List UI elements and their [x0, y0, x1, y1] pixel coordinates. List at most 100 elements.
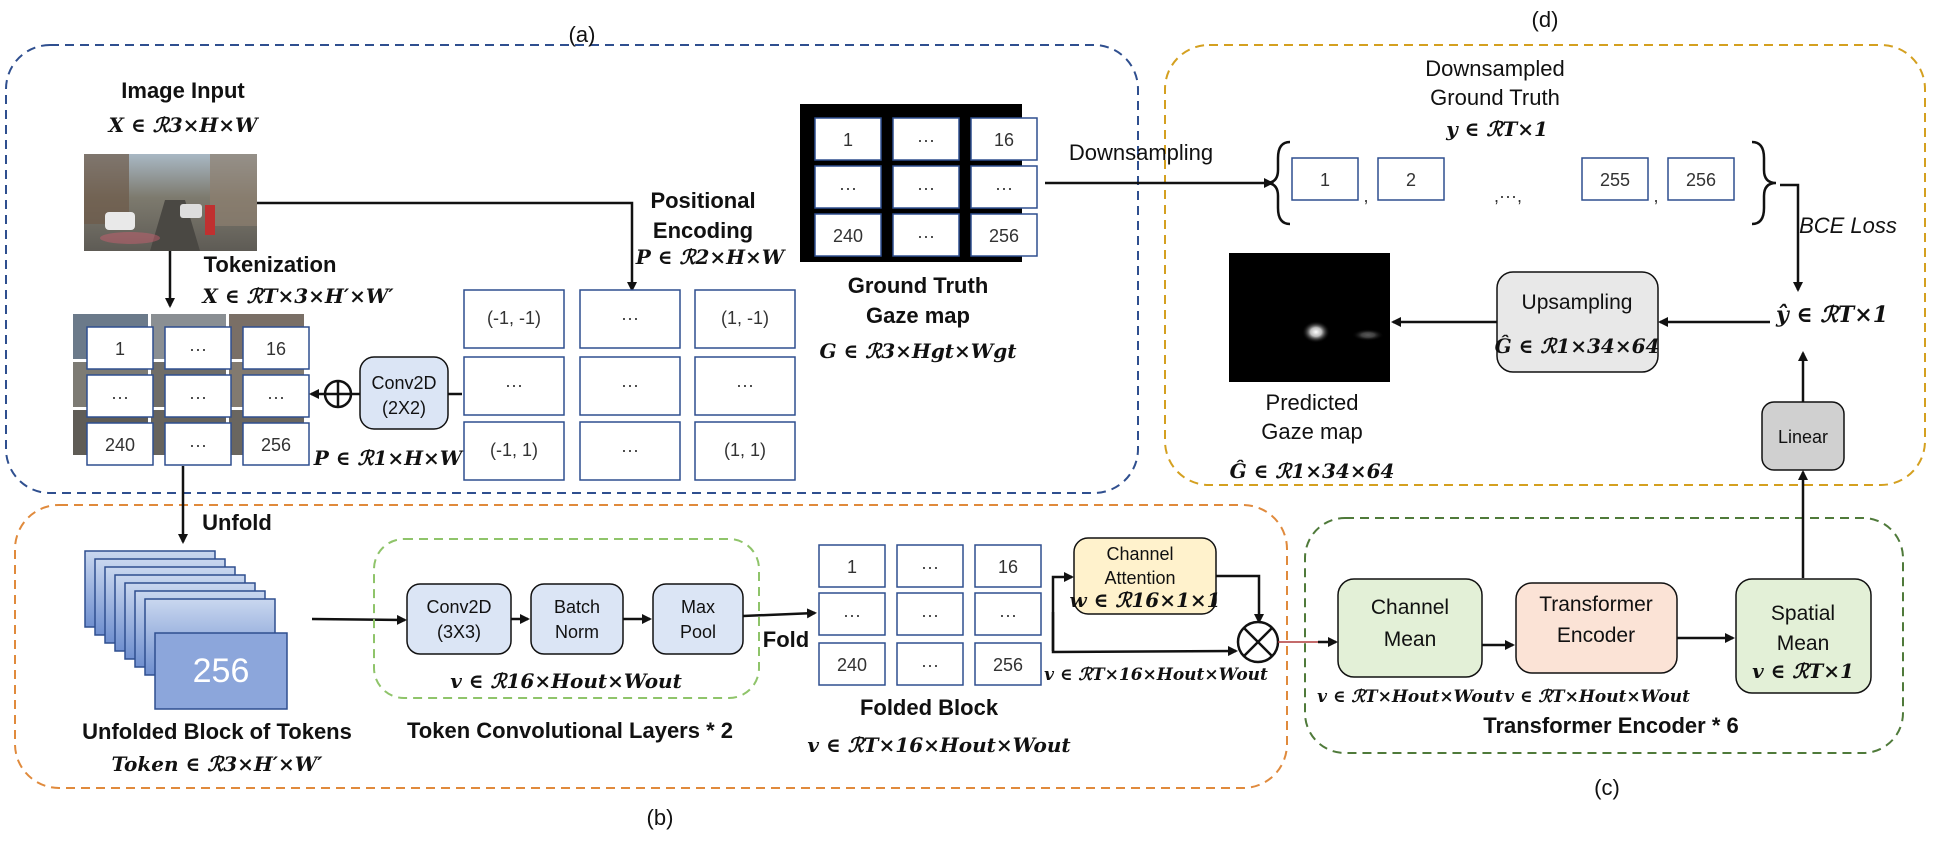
max-pool-block: Max Pool	[652, 583, 744, 655]
svg-text:···: ···	[917, 178, 935, 198]
channel-mean-formula: v ∈ ℛT×Hout×Wout	[1317, 687, 1503, 707]
image-input-title: Image Input	[121, 78, 245, 103]
positional-encoding-title: Positional	[650, 188, 755, 213]
folded-grid: 1 ··· 16 ··· ··· ··· 240 ··· 256	[818, 544, 1042, 686]
panel-b-label: (b)	[647, 805, 674, 830]
unfolded-token-stack: 256	[84, 550, 288, 710]
svg-text:···: ···	[621, 308, 639, 328]
image-input-formula: X ∈ ℛ3×H×W	[107, 113, 261, 137]
pos-cell: ···	[694, 356, 796, 416]
svg-text:256: 256	[989, 226, 1019, 246]
gt-cell: ···	[892, 117, 960, 161]
pos-cell: ···	[579, 421, 681, 481]
svg-text:···: ···	[921, 605, 939, 625]
svg-text:Attention: Attention	[1104, 568, 1175, 588]
unfold-label: Unfold	[202, 510, 272, 535]
svg-text:Conv2D: Conv2D	[426, 597, 491, 617]
gt-cell: 16	[970, 117, 1038, 161]
svg-text:···: ···	[621, 375, 639, 395]
ground-truth-formula: G ∈ ℛ3×Hgt×Wgt	[819, 339, 1017, 363]
left-brace	[1265, 140, 1291, 226]
gt-cell: 256	[970, 213, 1038, 257]
arrow-bce	[1780, 183, 1803, 292]
folded-cell: ···	[896, 642, 964, 686]
svg-text:Channel: Channel	[1106, 544, 1173, 564]
conv2d-2x2-block: Conv2D (2X2)	[359, 356, 449, 430]
svg-text:Spatial: Spatial	[1771, 602, 1835, 625]
conv-layers-border	[373, 538, 760, 699]
mult-formula: v ∈ ℛT×16×Hout×Wout	[1044, 665, 1268, 685]
arrow-fold	[742, 608, 817, 619]
svg-text:Upsampling: Upsampling	[1522, 291, 1633, 314]
svg-text:Mean: Mean	[1777, 632, 1830, 655]
bce-loss-label: BCE Loss	[1799, 213, 1897, 238]
svg-text:Norm: Norm	[555, 622, 599, 642]
svg-text:240: 240	[105, 435, 135, 455]
svg-text:(2X2): (2X2)	[382, 398, 426, 418]
svg-text:16: 16	[266, 339, 286, 359]
pos-cell: ···	[579, 356, 681, 416]
svg-text:···: ···	[111, 387, 129, 407]
panel-c-label: (c)	[1594, 775, 1620, 800]
svg-text:Linear: Linear	[1778, 427, 1828, 447]
transformer-encoder-block: Transformer Encoder	[1515, 582, 1678, 674]
svg-text:···: ···	[995, 178, 1013, 198]
svg-text:256: 256	[261, 435, 291, 455]
svg-text:···: ···	[839, 178, 857, 198]
folded-cell: ···	[896, 592, 964, 636]
ground-truth-title2: Gaze map	[866, 303, 970, 328]
positional-encoding-formula: P ∈ ℛ2×H×W	[635, 245, 787, 269]
svg-text:···: ···	[736, 375, 754, 395]
predicted-title: Predicted	[1266, 390, 1359, 415]
fold-label: Fold	[763, 627, 809, 652]
svg-text:···: ···	[921, 557, 939, 577]
arrow-image-to-pos	[257, 201, 637, 292]
vector-item: 256	[1667, 157, 1735, 201]
svg-text:Ĝ ∈ ℛ1×34×64: Ĝ ∈ ℛ1×34×64	[1495, 333, 1660, 358]
svg-text:(1, -1): (1, -1)	[721, 308, 769, 328]
downsampled-gt-title2: Ground Truth	[1430, 85, 1560, 110]
add-operator-icon	[323, 379, 353, 409]
svg-text:16: 16	[998, 557, 1018, 577]
predicted-gaze-map	[1229, 253, 1390, 382]
svg-text:···: ···	[189, 387, 207, 407]
svg-text:···: ···	[999, 605, 1017, 625]
vector-item: 255	[1581, 157, 1649, 201]
svg-text:Batch: Batch	[554, 597, 600, 617]
folded-cell: ···	[974, 592, 1042, 636]
svg-text:Max: Max	[681, 597, 715, 617]
token-grid: 1 ··· 16 ··· ··· ··· 240 ··· 256	[73, 314, 310, 466]
street-image	[84, 154, 257, 251]
folded-cell: ···	[818, 592, 886, 636]
svg-text:Conv2D: Conv2D	[371, 373, 436, 393]
upsampling-block: Upsampling Ĝ ∈ ℛ1×34×64	[1495, 271, 1660, 373]
predicted-formula: Ĝ ∈ ℛ1×34×64	[1230, 458, 1395, 483]
vector-comma: ,	[1653, 186, 1658, 206]
token-cell: ···	[164, 422, 232, 466]
svg-text:···: ···	[843, 605, 861, 625]
gt-cell: 1	[814, 117, 882, 161]
token-cell: ···	[86, 374, 154, 418]
svg-text:240: 240	[837, 655, 867, 675]
gt-cell: ···	[814, 165, 882, 209]
folded-block-formula: v ∈ ℛT×16×Hout×Wout	[807, 733, 1071, 757]
arrow-stack-to-conv	[311, 614, 407, 625]
svg-text:w ∈ ℛ16×1×1: w ∈ ℛ16×1×1	[1069, 588, 1220, 612]
token-cell: 256	[242, 422, 310, 466]
ground-truth-title: Ground Truth	[848, 273, 989, 298]
downsampled-gt-title: Downsampled	[1425, 56, 1564, 81]
encoder-formula: v ∈ ℛT×Hout×Wout	[1504, 687, 1690, 707]
token-cell: ···	[164, 374, 232, 418]
folded-cell: ···	[896, 544, 964, 588]
svg-text:1: 1	[843, 130, 853, 150]
pos-cell: (-1, 1)	[463, 421, 565, 481]
positional-grid: (-1, -1) ··· (1, -1) ··· ··· ··· (-1, 1)…	[463, 289, 796, 481]
svg-text:1: 1	[847, 557, 857, 577]
svg-text:256: 256	[993, 655, 1023, 675]
pos-cell: ···	[463, 356, 565, 416]
svg-text:···: ···	[921, 655, 939, 675]
arrow-attention-to-mult	[1216, 574, 1264, 624]
tokenization-title: Tokenization	[204, 252, 337, 277]
svg-text:···: ···	[189, 339, 207, 359]
